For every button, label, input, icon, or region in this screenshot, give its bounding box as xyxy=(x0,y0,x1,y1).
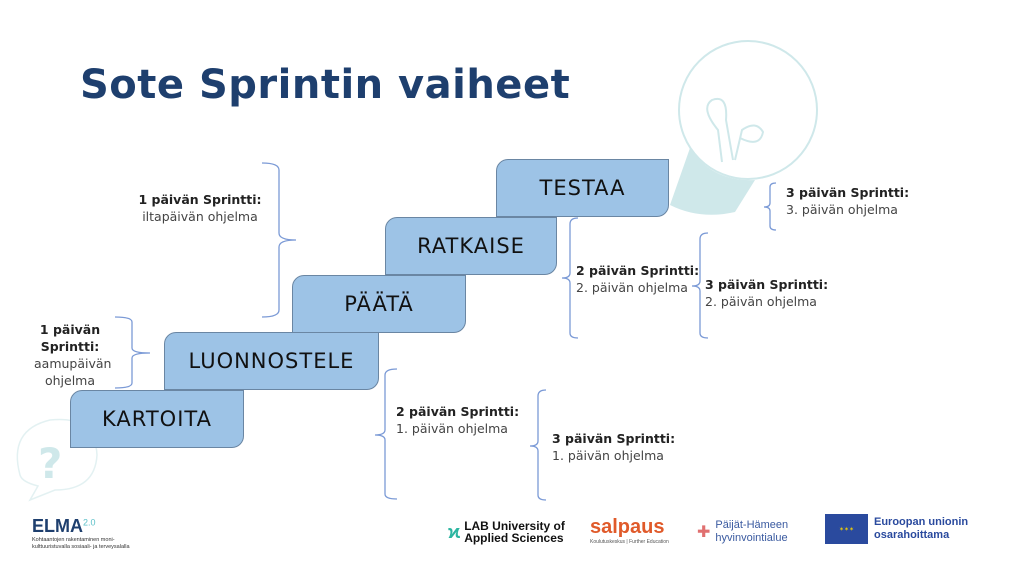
lightbulb-icon xyxy=(670,40,818,215)
step-paata: PÄÄTÄ xyxy=(292,275,466,333)
step-ratkaise: RATKAISE xyxy=(385,217,557,275)
step-testaa: TESTAA xyxy=(496,159,669,217)
brace-6 xyxy=(691,232,709,339)
step-luonnostele: LUONNOSTELE xyxy=(164,332,379,390)
brace-5 xyxy=(561,217,579,339)
phhyky-logo: ✚ Päijät-Hämeen hyvinvointialue xyxy=(697,519,789,544)
brace-2 xyxy=(114,316,151,389)
elma-logo: ELMA2.0 Kohtaantojen rakentaminen moni-k… xyxy=(32,516,130,550)
annotation: 3 päivän Sprintti:2. päivän ohjelma xyxy=(705,277,829,309)
annotation: 3 päivän Sprintti:1. päivän ohjelma xyxy=(552,431,676,463)
page-title: Sote Sprintin vaiheet xyxy=(80,62,571,108)
annotation: 3 päivän Sprintti:3. päivän ohjelma xyxy=(786,185,910,217)
salpaus-logo: salpaus Koulutuskeskus | Further Educati… xyxy=(590,516,669,545)
eu-flag-icon: ✶✶✶ xyxy=(825,514,868,544)
brace-3 xyxy=(374,368,398,500)
annotation: 2 päivän Sprintti:2. päivän ohjelma xyxy=(576,263,700,295)
braces xyxy=(114,162,777,501)
annotation: 1 päivän Sprintti:iltapäivän ohjelma xyxy=(138,192,262,224)
brace-4 xyxy=(529,389,547,501)
annotation: 2 päivän Sprintti:1. päivän ohjelma xyxy=(396,404,520,436)
step-kartoita: KARTOITA xyxy=(70,390,244,448)
lab-logo: ϰ LAB University of Applied Sciences xyxy=(448,519,565,545)
brace-1 xyxy=(261,162,297,318)
svg-text:?: ? xyxy=(38,439,62,488)
eu-logo: ✶✶✶ Euroopan unionin osarahoittama xyxy=(825,514,974,544)
annotation: 1 päivän Sprintti:aamupäivän ohjelma xyxy=(34,322,112,388)
brace-7 xyxy=(763,182,777,231)
